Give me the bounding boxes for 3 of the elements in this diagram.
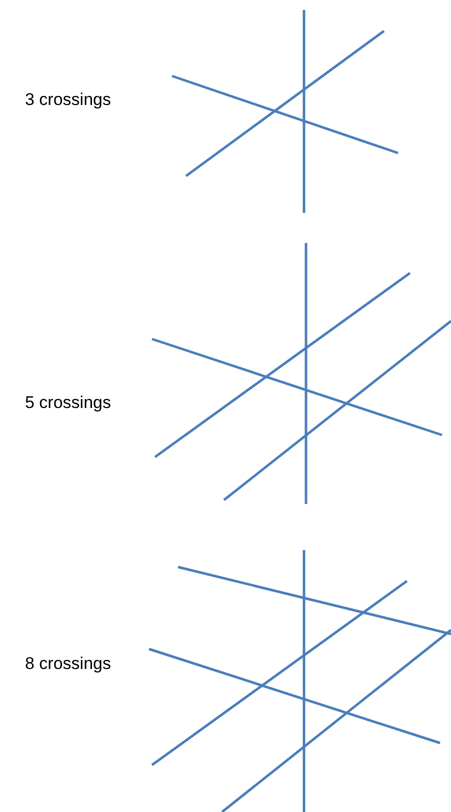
crossing-count-label: 8 crossings: [25, 654, 111, 674]
crossing-count-label: 5 crossings: [25, 393, 111, 413]
crossing-count-label: 3 crossings: [25, 90, 111, 110]
